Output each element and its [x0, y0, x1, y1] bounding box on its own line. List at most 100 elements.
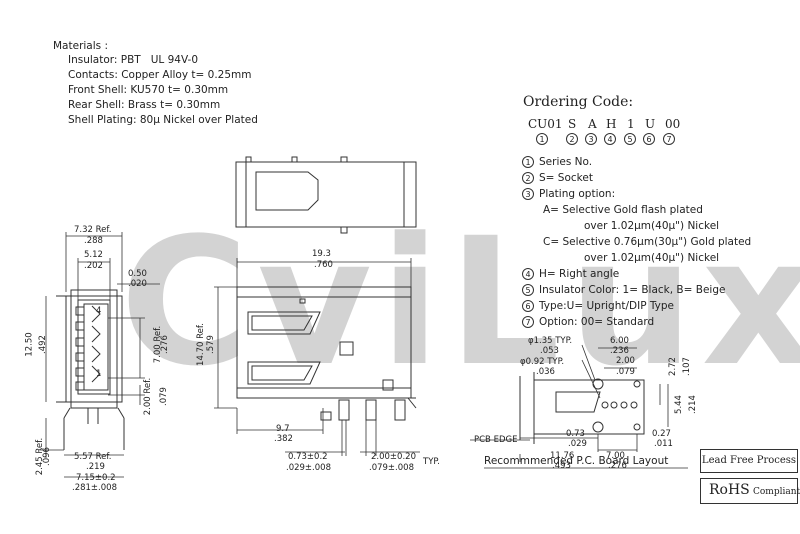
code-number-circle: 5 — [624, 133, 636, 145]
pin-label: 1 — [96, 369, 102, 379]
material-line: Insulator: PBT UL 94V-0 — [68, 54, 199, 66]
dim-label: .382 — [274, 434, 293, 444]
ordering-item: Plating option: — [539, 188, 616, 200]
pin-label: 4 — [96, 306, 102, 316]
pcb-caption: Recommmended P.C. Board Layout — [484, 455, 669, 467]
dim-label: .036 — [536, 367, 555, 377]
code-part: A — [588, 117, 597, 131]
dim-label: 5.44 — [673, 395, 684, 414]
dim-label: 0.73 — [566, 429, 585, 439]
dim-label: φ0.92 TYP. — [520, 357, 565, 367]
dim-label: 7.32 Ref. — [74, 225, 112, 235]
ordering-item: A= Selective Gold flash plated — [543, 204, 703, 216]
code-part: 1 — [627, 117, 635, 131]
dim-label: 0.50 — [128, 269, 147, 279]
front-view-dims — [40, 232, 160, 478]
dim-label: .492 — [37, 335, 48, 354]
side-view-outline — [236, 286, 417, 421]
code-number-circle: 1 — [536, 133, 548, 145]
material-line: Front Shell: KU570 t= 0.30mm — [68, 84, 229, 96]
list-number-circle: 2 — [522, 172, 534, 184]
code-part: U — [645, 117, 656, 131]
dim-label: .011 — [654, 439, 673, 449]
ordering-item: Type:U= Upright/DIP Type — [539, 300, 675, 312]
dim-label: .760 — [314, 260, 333, 270]
side-view-dims — [214, 258, 420, 456]
code-number-circle: 3 — [585, 133, 597, 145]
code-part: CU01 — [528, 117, 563, 131]
dim-label: .236 — [610, 346, 629, 356]
top-view-outline — [235, 156, 417, 234]
dim-label: 6.00 — [610, 336, 629, 346]
dim-label: .214 — [687, 395, 698, 414]
code-number-circle: 4 — [604, 133, 616, 145]
ordering-item: Series No. — [539, 156, 593, 168]
dim-label: 9.7 — [276, 424, 290, 434]
dim-label: .281±.008 — [72, 483, 117, 493]
code-part: H — [606, 117, 617, 131]
dim-label: 0.73±0.2 — [288, 452, 328, 462]
dim-label: .053 — [540, 346, 559, 356]
dim-label: TYP. — [423, 457, 440, 467]
dim-label: 2.00 — [616, 356, 635, 366]
list-number-circle: 1 — [522, 156, 534, 168]
code-number-circle: 6 — [643, 133, 655, 145]
dim-label: .029 — [568, 439, 587, 449]
list-number-circle: 5 — [522, 284, 534, 296]
ordering-item: C= Selective 0.76μm(30μ") Gold plated — [543, 236, 752, 248]
dim-label: .096 — [41, 447, 52, 466]
materials-title: Materials : — [53, 40, 109, 52]
list-number-circle: 3 — [522, 188, 534, 200]
ordering-item: Option: 00= Standard — [539, 316, 655, 328]
code-part: 00 — [665, 117, 681, 131]
lead-free-badge: Lead Free Process — [700, 449, 798, 473]
code-number-circle: 7 — [663, 133, 675, 145]
ordering-item: H= Right angle — [539, 268, 620, 280]
code-part: S — [568, 117, 577, 131]
dim-label: .288 — [84, 236, 103, 246]
dim-label: 7.00 — [606, 451, 625, 461]
material-line: Shell Plating: 80μ Nickel over Plated — [68, 114, 258, 126]
dim-label: 14.70 Ref. — [195, 323, 206, 366]
dim-label: 12.50 — [24, 332, 35, 357]
dim-label: .579 — [205, 335, 216, 354]
dim-label: .079 — [158, 387, 169, 406]
dim-label: 19.3 — [312, 249, 331, 259]
dim-label: 2.00±0.20 — [371, 452, 416, 462]
pcb-edge-label: PCB EDGE — [474, 435, 518, 445]
dim-label: 2.00 Ref. — [143, 377, 154, 416]
material-line: Contacts: Copper Alloy t= 0.25mm — [68, 69, 252, 81]
dim-label: 2.72 — [667, 357, 678, 376]
dim-label: 0.27 — [652, 429, 671, 439]
dim-label: .079±.008 — [369, 463, 414, 473]
ordering-item: over 1.02μm(40μ") Nickel — [584, 252, 720, 264]
dim-label: .020 — [128, 279, 147, 289]
dim-label: 5.12 — [84, 250, 103, 260]
dim-label: .107 — [681, 357, 692, 376]
dim-label: .276 — [159, 335, 170, 354]
rohs-text: RoHS — [709, 482, 750, 498]
dim-label: .079 — [616, 367, 635, 377]
ordering-item: S= Socket — [539, 172, 593, 184]
list-number-circle: 6 — [522, 300, 534, 312]
dim-label: 7.15±0.2 — [76, 473, 116, 483]
ordering-item: over 1.02μm(40μ") Nickel — [584, 220, 720, 232]
compliant-text: Compliant — [753, 487, 800, 497]
pcb-dims — [470, 344, 669, 462]
ordering-title: Ordering Code: — [523, 94, 634, 110]
dim-label: .029±.008 — [286, 463, 331, 473]
dim-label: 11.76 — [550, 451, 575, 461]
dim-label: φ1.35 TYP. — [528, 336, 573, 346]
list-number-circle: 4 — [522, 268, 534, 280]
material-line: Rear Shell: Brass t= 0.30mm — [68, 99, 221, 111]
dim-label: 5.57 Ref. — [74, 452, 112, 462]
rohs-badge: RoHS Compliant — [700, 478, 800, 504]
dim-label: .493 — [552, 461, 571, 471]
dim-label: .276 — [608, 461, 627, 471]
pcb-outline — [519, 372, 645, 444]
ordering-item: Insulator Color: 1= Black, B= Beige — [539, 284, 726, 296]
code-number-circle: 2 — [566, 133, 578, 145]
list-number-circle: 7 — [522, 316, 534, 328]
dim-label: .202 — [84, 261, 103, 271]
